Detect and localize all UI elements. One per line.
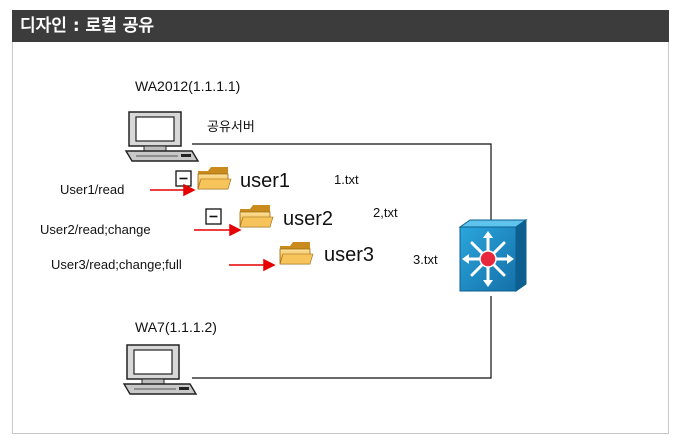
folder-name-user3: user3: [324, 244, 375, 266]
collapse-box-icon: [175, 170, 192, 187]
server-role-label: 공유서버: [207, 119, 255, 134]
folder-name-user1: user1: [240, 170, 291, 192]
permission-label-1: User1/read: [60, 182, 125, 197]
permission-label-3: User3/read;change;full: [51, 257, 182, 272]
red-arrow-icon: [150, 183, 196, 197]
red-arrow-icon: [229, 258, 276, 272]
folder-row-user2: [205, 204, 274, 228]
folder-icon: [239, 204, 274, 228]
server-computer-icon: [125, 111, 199, 162]
file-label-1: 1.txt: [334, 172, 359, 187]
folder-icon: [279, 241, 314, 265]
page-title: 디자인 : 로컬 공유: [12, 10, 669, 42]
folder-row-user3: [279, 241, 314, 265]
client-computer-icon: [123, 344, 197, 395]
server-label: WA2012(1.1.1.1): [135, 78, 241, 94]
client-label: WA7(1.1.1.2): [135, 319, 217, 335]
file-label-3: 3.txt: [413, 252, 438, 267]
collapse-box-icon: [205, 208, 222, 225]
client-link: [192, 296, 492, 379]
folder-icon: [197, 166, 232, 190]
network-switch-icon: [458, 219, 528, 292]
permission-arrows: [150, 183, 276, 272]
permission-label-2: User2/read;change: [40, 222, 151, 237]
file-label-2: 2,txt: [373, 205, 398, 220]
server-link: [192, 143, 492, 228]
folder-name-user2: user2: [283, 208, 334, 230]
red-arrow-icon: [194, 223, 242, 237]
diagram-frame: [12, 42, 669, 434]
connection-lines: [192, 143, 492, 379]
